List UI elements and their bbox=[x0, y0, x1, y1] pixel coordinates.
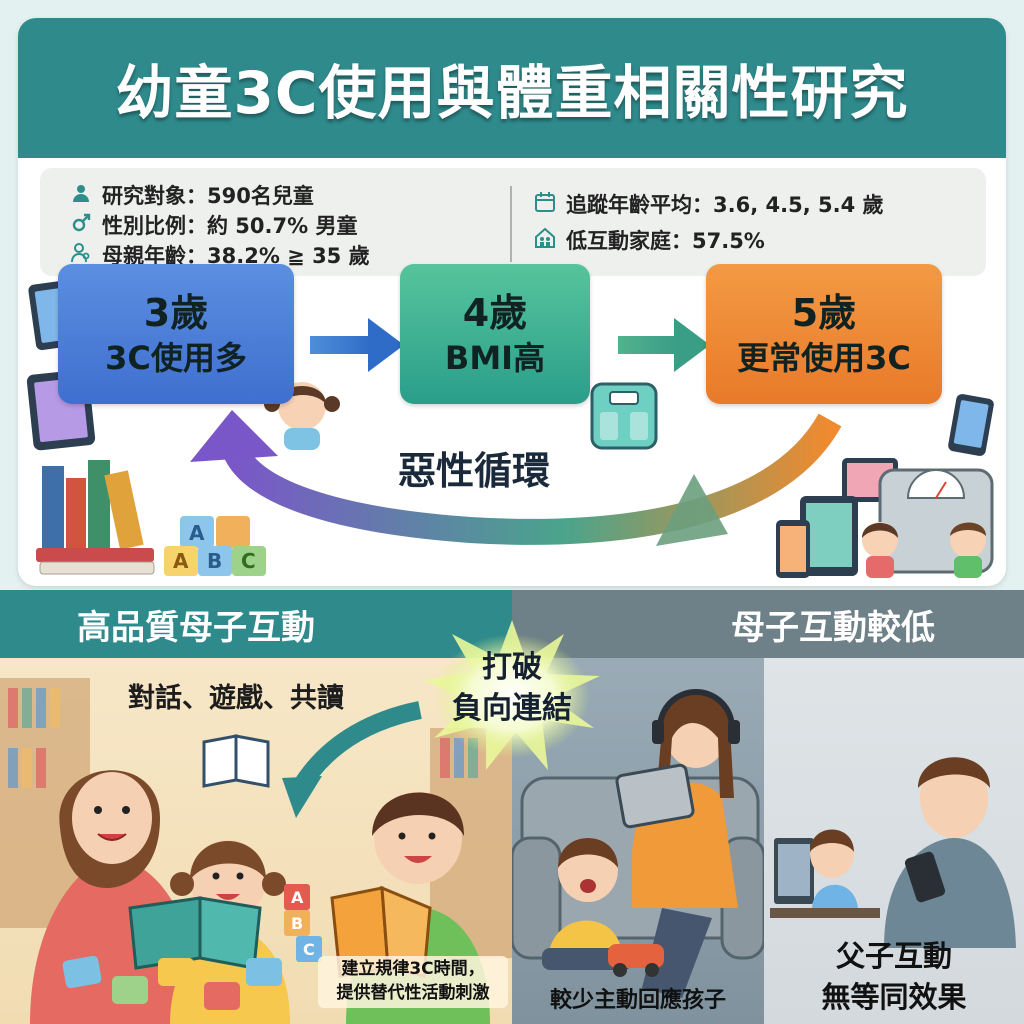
stage-age: 4歲 bbox=[462, 291, 528, 336]
family-home-icon bbox=[534, 227, 556, 254]
advice-line-1: 建立規律3C時間， bbox=[341, 959, 485, 979]
stage-description: 更常使用3C bbox=[737, 338, 911, 377]
info-text: 低互動家庭：57.5% bbox=[566, 229, 765, 253]
svg-text:A: A bbox=[291, 888, 304, 907]
break-negative-link-label: 打破 負向連結 bbox=[424, 648, 600, 729]
break-line-1: 打破 bbox=[482, 650, 542, 685]
caption-line-1: 父子互動 bbox=[835, 939, 952, 973]
study-info-panel: 研究對象：590名兒童 性別比例：約 50.7% 男童 母親年齡：38.2% ≧… bbox=[40, 168, 986, 276]
phone-icon bbox=[904, 851, 946, 903]
father-illustration bbox=[770, 757, 1016, 948]
info-text: 研究對象：590名兒童 bbox=[102, 184, 314, 208]
info-item-subjects: 研究對象：590名兒童 bbox=[70, 180, 370, 210]
scale-icon bbox=[590, 382, 658, 450]
caption-line-2: 無等同效果 bbox=[821, 979, 967, 1014]
low-interaction-header: 母子互動較低 bbox=[512, 590, 1024, 658]
abc-blocks-icon: A A B C bbox=[164, 516, 266, 576]
info-right-column: 追蹤年齡平均：3.6, 4.5, 5.4 歲 低互動家庭：57.5% bbox=[534, 186, 884, 258]
break-line-2: 負向連結 bbox=[452, 690, 572, 726]
cycle-illustration: A A B C bbox=[26, 279, 994, 578]
stage-age-5: 5歲 更常使用3C bbox=[706, 264, 942, 404]
high-quality-interaction-header: 高品質母子互動 bbox=[0, 590, 512, 658]
distracted-mother-scene bbox=[510, 658, 766, 1024]
svg-text:A: A bbox=[173, 549, 189, 573]
stage-age: 3歲 bbox=[143, 291, 209, 336]
svg-text:B: B bbox=[291, 914, 303, 933]
section-title: 母子互動較低 bbox=[731, 607, 935, 648]
vicious-cycle-label: 惡性循環 bbox=[398, 449, 551, 493]
child-icon bbox=[862, 522, 898, 578]
stage-age-4: 4歲 BMI高 bbox=[400, 264, 590, 404]
stage-age: 5歲 bbox=[791, 291, 857, 336]
tablet-icon bbox=[615, 763, 695, 829]
low-response-caption: 較少主動回應孩子 bbox=[549, 988, 726, 1013]
info-item-low-interaction: 低互動家庭：57.5% bbox=[534, 222, 884, 258]
toy-car-icon bbox=[608, 944, 664, 977]
stage-age-3: 3歲 3C使用多 bbox=[58, 264, 294, 404]
arrow-3-to-4 bbox=[310, 318, 404, 372]
vicious-cycle-arrow bbox=[190, 410, 842, 546]
open-book-icon bbox=[202, 734, 270, 788]
info-item-followup-age: 追蹤年齡平均：3.6, 4.5, 5.4 歲 bbox=[534, 186, 884, 222]
child-at-computer-figure bbox=[810, 829, 858, 908]
section-title: 高品質母子互動 bbox=[77, 607, 315, 648]
father-figure bbox=[884, 757, 1016, 948]
advice-note: 建立規律3C時間， 提供替代性活動刺激 bbox=[318, 956, 508, 1008]
distracted-illustration bbox=[510, 689, 766, 998]
svg-text:C: C bbox=[241, 549, 256, 573]
person-icon bbox=[70, 183, 92, 208]
svg-text:B: B bbox=[207, 549, 222, 573]
phone-icon bbox=[948, 394, 994, 456]
stage-description: BMI高 bbox=[444, 338, 546, 377]
arrow-4-to-5 bbox=[618, 318, 710, 372]
svg-text:A: A bbox=[189, 521, 205, 545]
info-divider bbox=[510, 186, 512, 262]
book-icon bbox=[330, 885, 432, 978]
father-with-phone-scene bbox=[764, 658, 1024, 1024]
child-icon bbox=[950, 522, 986, 578]
male-icon bbox=[70, 213, 92, 238]
info-item-gender: 性別比例：約 50.7% 男童 bbox=[70, 210, 370, 240]
abc-blocks-icon: A B C bbox=[284, 884, 322, 962]
info-text: 性別比例：約 50.7% 男童 bbox=[102, 214, 358, 238]
breakthrough-burst-icon bbox=[424, 620, 600, 770]
father-interaction-caption: 父子互動 無等同效果 bbox=[764, 936, 1024, 1017]
page-title: 幼童3C使用與體重相關性研究 bbox=[115, 59, 909, 127]
title-bar: 幼童3C使用與體重相關性研究 bbox=[18, 18, 1006, 158]
book-icon bbox=[128, 896, 262, 970]
stage-description: 3C使用多 bbox=[105, 338, 247, 377]
calendar-icon bbox=[534, 191, 556, 218]
activities-label: 對話、遊戲、共讀 bbox=[128, 683, 344, 714]
mother-icon bbox=[70, 242, 92, 268]
books-icon bbox=[36, 460, 155, 575]
info-text: 追蹤年齡平均：3.6, 4.5, 5.4 歲 bbox=[566, 193, 884, 217]
puzzle-pieces-icon bbox=[62, 955, 282, 1010]
svg-text:C: C bbox=[303, 940, 315, 959]
advice-line-2: 提供替代性活動刺激 bbox=[336, 982, 490, 1003]
